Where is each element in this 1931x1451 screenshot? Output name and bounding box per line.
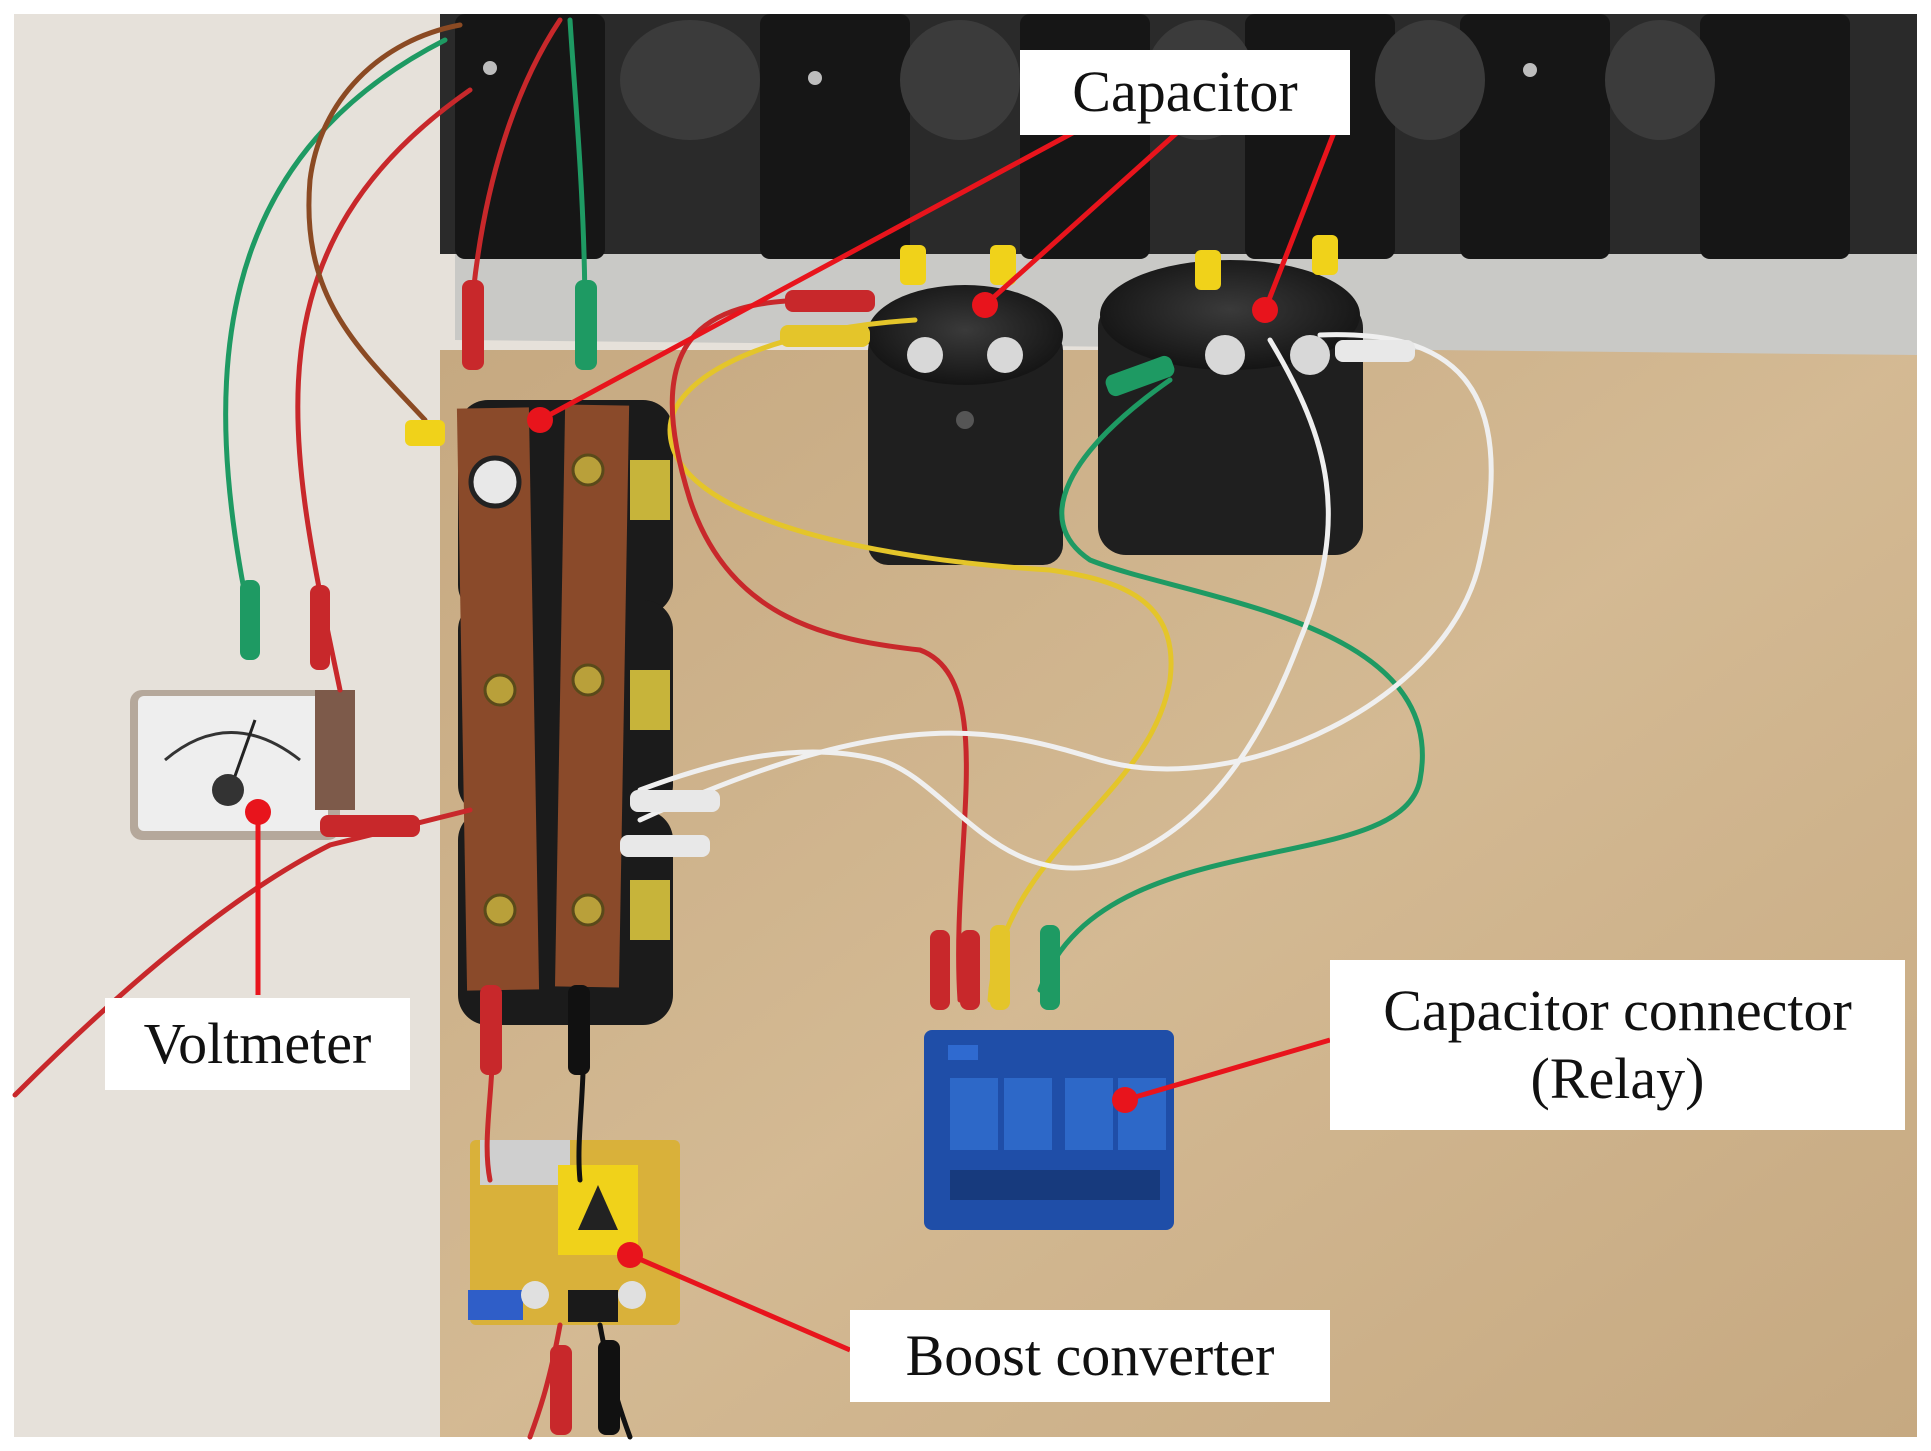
boost-converter-board: [468, 1140, 680, 1325]
voltmeter-label: Voltmeter: [105, 998, 410, 1090]
boost-converter-label: Boost converter: [850, 1310, 1330, 1402]
relay-module: [924, 1030, 1174, 1230]
callout-dots: [245, 292, 1278, 1268]
capacitor-leader-3: [1262, 129, 1338, 311]
coil-windings: [620, 20, 1715, 140]
large-capacitor-1: [867, 285, 1063, 565]
large-capacitor-2: [1098, 260, 1363, 555]
capacitor-leader-1: [538, 127, 1080, 423]
relay-leader: [1124, 1037, 1331, 1103]
boost-leader: [629, 1252, 851, 1353]
capacitor-label: Capacitor: [1020, 50, 1350, 135]
copper-strip-screws: [483, 453, 605, 927]
capacitor-leader-2: [983, 128, 1182, 307]
relay-label: Capacitor connector (Relay): [1330, 960, 1905, 1130]
callout-leaders: [255, 127, 1338, 1353]
alligator-clips: [240, 235, 1415, 1435]
relay-label-line1: Capacitor connector: [1383, 977, 1852, 1043]
ring-terminal: [468, 455, 522, 509]
relay-label-line2: (Relay): [1530, 1046, 1705, 1111]
voltmeter-device: [130, 690, 355, 840]
